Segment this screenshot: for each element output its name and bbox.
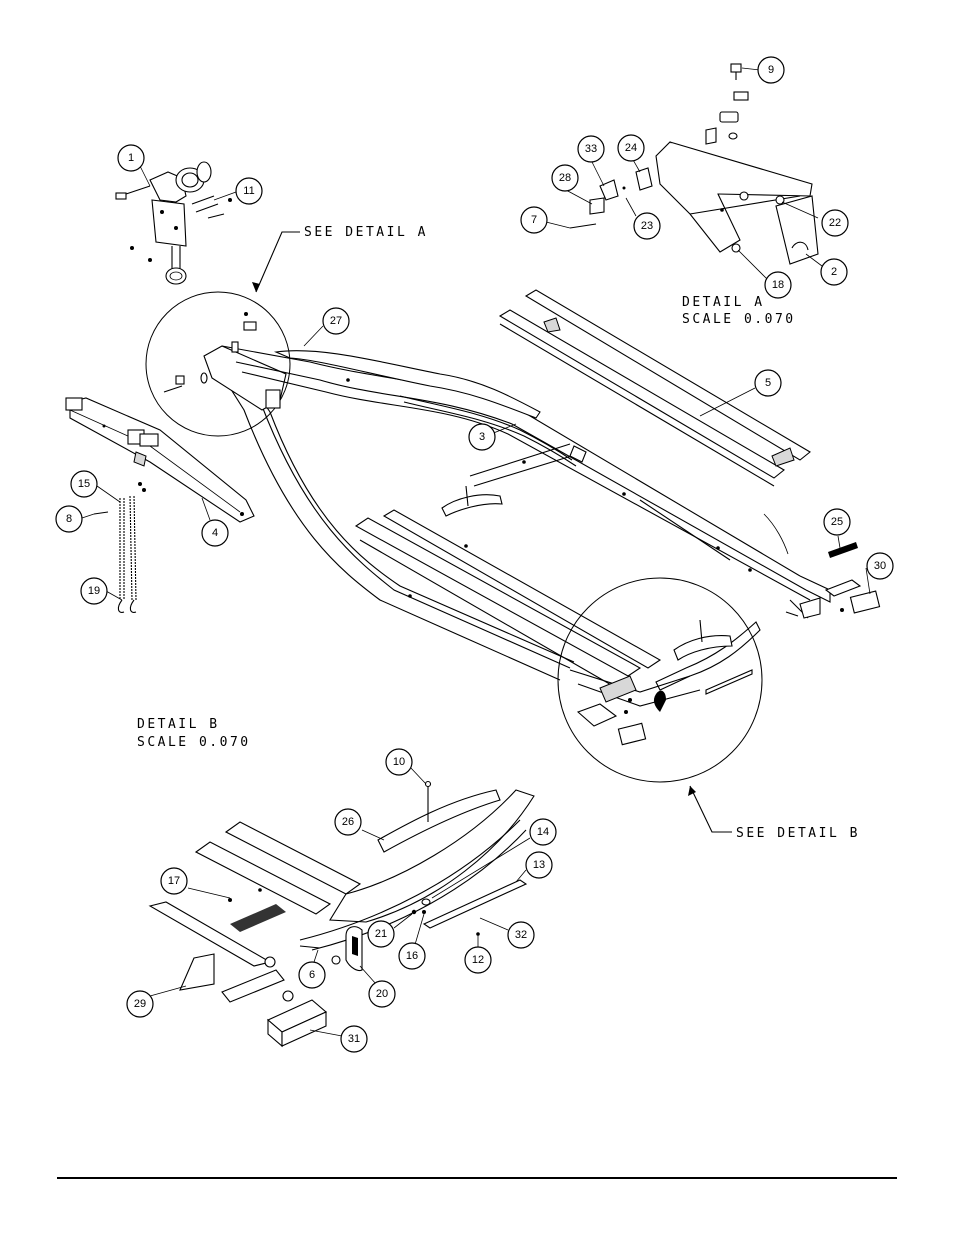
svg-text:25: 25 (831, 516, 843, 528)
bunk-right (498, 289, 811, 487)
svg-text:29: 29 (134, 998, 146, 1010)
callout-19: 19 (80, 577, 108, 605)
callout-30: 30 (866, 552, 894, 580)
callout-32: 32 (507, 921, 535, 949)
svg-text:12: 12 (472, 954, 484, 966)
svg-text:23: 23 (641, 220, 653, 232)
svg-text:11: 11 (243, 185, 254, 197)
svg-text:14: 14 (537, 826, 549, 838)
callout-10: 10 (385, 748, 413, 776)
svg-text:8: 8 (66, 513, 72, 525)
callout-11: 11 (235, 177, 263, 205)
svg-text:9: 9 (768, 64, 774, 76)
svg-text:2: 2 (831, 266, 837, 278)
callout-14: 14 (529, 818, 557, 846)
detail-b-zoom-circle (557, 577, 763, 833)
detail-b-scale: SCALE 0.070 (137, 735, 251, 750)
svg-text:4: 4 (212, 527, 218, 539)
leader-lines (81, 67, 871, 1037)
svg-text:13: 13 (533, 859, 545, 871)
callout-27: 27 (322, 307, 350, 335)
callout-13: 13 (525, 851, 553, 879)
callout-31: 31 (340, 1025, 368, 1053)
svg-text:10: 10 (393, 756, 405, 768)
callout-6: 6 (298, 961, 326, 989)
callout-22: 22 (821, 209, 849, 237)
callout-26: 26 (334, 808, 362, 836)
main-frame (203, 345, 831, 707)
callout-29: 29 (126, 990, 154, 1018)
rear-right-parts (763, 513, 881, 619)
svg-text:28: 28 (559, 172, 571, 184)
callout-21: 21 (367, 920, 395, 948)
svg-text:26: 26 (342, 816, 354, 828)
svg-text:31: 31 (348, 1033, 360, 1045)
callout-15: 15 (70, 470, 98, 498)
callout-18: 18 (764, 271, 792, 299)
svg-text:21: 21 (375, 928, 387, 940)
svg-text:6: 6 (309, 969, 315, 981)
callout-23: 23 (633, 212, 661, 240)
callout-4: 4 (201, 519, 229, 547)
detail-a-scale: SCALE 0.070 (682, 312, 796, 327)
callout-5: 5 (754, 369, 782, 397)
callout-3: 3 (468, 423, 496, 451)
svg-text:16: 16 (406, 950, 418, 962)
callout-24: 24 (617, 134, 645, 162)
see-detail-a-label: SEE DETAIL A (304, 225, 428, 240)
svg-text:1: 1 (128, 152, 134, 164)
tongue-assembly (65, 397, 255, 523)
callout-17: 17 (160, 867, 188, 895)
svg-text:18: 18 (772, 279, 784, 291)
winch-assembly (115, 161, 232, 285)
callout-25: 25 (823, 508, 851, 536)
svg-text:7: 7 (531, 214, 537, 226)
svg-text:33: 33 (585, 143, 597, 155)
safety-chains (93, 482, 146, 613)
svg-text:27: 27 (330, 315, 342, 327)
svg-text:24: 24 (625, 142, 637, 154)
detail-a-assembly (569, 63, 819, 265)
callout-1: 1 (117, 144, 145, 172)
callout-8: 8 (55, 505, 83, 533)
callout-16: 16 (398, 942, 426, 970)
callout-20: 20 (368, 980, 396, 1008)
svg-text:30: 30 (874, 560, 886, 572)
callout-33: 33 (577, 135, 605, 163)
svg-text:15: 15 (78, 478, 90, 490)
svg-text:22: 22 (829, 217, 841, 229)
svg-text:3: 3 (479, 431, 485, 443)
callout-2: 2 (820, 258, 848, 286)
svg-text:32: 32 (515, 929, 527, 941)
callout-12: 12 (464, 946, 492, 974)
detail-b-title: DETAIL B (137, 717, 220, 732)
callout-9: 9 (757, 56, 785, 84)
detail-a-title: DETAIL A (682, 295, 765, 310)
detail-b-assembly (148, 780, 535, 1048)
svg-text:5: 5 (765, 377, 771, 389)
footer-rule (57, 1177, 897, 1179)
bunk-left (354, 509, 662, 746)
svg-text:20: 20 (376, 988, 388, 1000)
see-detail-b-label: SEE DETAIL B (736, 826, 860, 841)
svg-text:17: 17 (168, 875, 180, 887)
svg-text:19: 19 (88, 585, 100, 597)
callout-7: 7 (520, 206, 548, 234)
detail-a-zoom-circle (145, 231, 300, 437)
callout-28: 28 (551, 164, 579, 192)
